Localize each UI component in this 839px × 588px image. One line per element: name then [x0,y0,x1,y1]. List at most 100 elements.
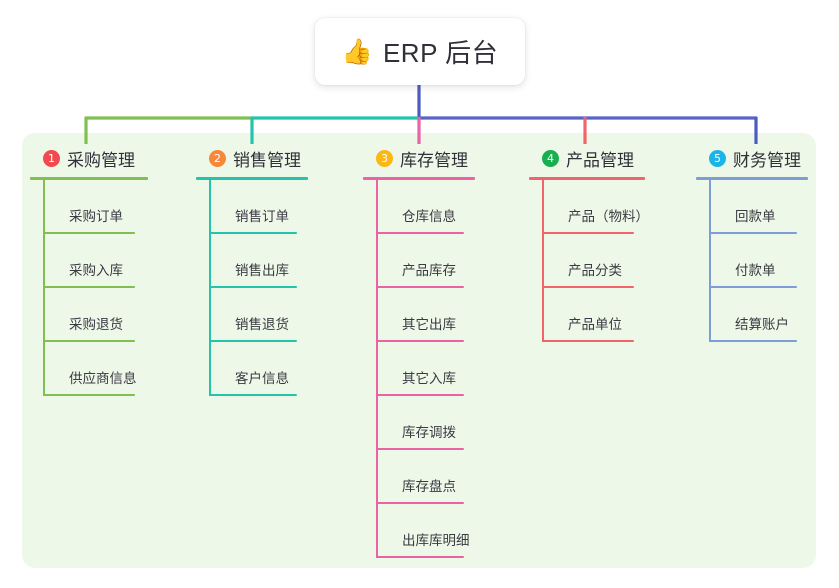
branch-item-underline [209,286,297,288]
branch-item[interactable]: 结算账户 [709,288,814,342]
branch-item[interactable]: 其它入库 [376,342,481,396]
branch-item[interactable]: 出库库明细 [376,504,481,558]
branch-item-underline [209,394,297,396]
branch-item-list: 仓库信息产品库存其它出库其它入库库存调拨库存盘点出库库明细 [363,180,481,558]
branch-item[interactable]: 客户信息 [209,342,314,396]
branch-item[interactable]: 库存调拨 [376,396,481,450]
branch-item-underline [376,232,464,234]
branch-item[interactable]: 采购退货 [43,288,154,342]
branch-title: 库存管理 [400,150,468,170]
branch-item-label: 仓库信息 [402,209,456,224]
branch-column-2: 2 销售管理销售订单销售出库销售退货客户信息 [196,146,314,396]
branch-item-label: 结算账户 [735,317,789,332]
branch-vertical-spine [376,180,378,558]
branch-vertical-spine [43,180,45,396]
branch-item-underline [376,340,464,342]
branch-column-4: 4 产品管理产品（物料） 产品分类产品单位 [529,146,651,342]
branch-header-1[interactable]: 1 采购管理 [30,146,154,170]
branch-item-underline [709,340,797,342]
branch-number-badge: 3 [376,149,393,167]
branch-item-list: 产品（物料） 产品分类产品单位 [529,180,651,342]
branch-title: 销售管理 [233,150,301,170]
branch-header-underline [529,177,645,180]
branch-number-badge: 1 [43,149,60,167]
branch-item-label: 采购退货 [69,317,123,332]
branch-item-label: 销售退货 [235,317,289,332]
branch-header-2[interactable]: 2 销售管理 [196,146,314,170]
branch-item-label: 出库库明细 [402,533,470,548]
branch-item-label: 库存调拨 [402,425,456,440]
branch-item[interactable]: 产品分类 [542,234,651,288]
branch-header-underline [363,177,475,180]
branch-title: 产品管理 [566,150,634,170]
branch-item-list: 采购订单采购入库采购退货供应商信息 [30,180,154,396]
branch-item[interactable]: 产品库存 [376,234,481,288]
branch-item-underline [376,286,464,288]
branch-header-4[interactable]: 4 产品管理 [529,146,651,170]
root-node-card[interactable]: 👍 ERP 后台 [315,18,525,85]
branch-number-badge: 4 [542,149,559,167]
branch-item-label: 产品（物料） [568,209,649,224]
branch-item[interactable]: 回款单 [709,180,814,234]
branch-item[interactable]: 采购入库 [43,234,154,288]
branch-item-underline [209,340,297,342]
branch-item-label: 产品库存 [402,263,456,278]
branch-title: 采购管理 [67,150,135,170]
branch-item-underline [376,502,464,504]
branch-item-underline [376,556,464,558]
branch-item-label: 回款单 [735,209,776,224]
branch-item-underline [43,286,135,288]
branch-item-underline [376,448,464,450]
branch-item-underline [209,232,297,234]
branch-number-badge: 2 [209,149,226,167]
branch-item[interactable]: 仓库信息 [376,180,481,234]
branch-item-label: 销售订单 [235,209,289,224]
root-node-title: ERP 后台 [382,38,499,68]
branch-vertical-spine [209,180,211,396]
branch-item-label: 采购订单 [69,209,123,224]
branch-item[interactable]: 产品（物料） [542,180,651,234]
branch-item-list: 销售订单销售出库销售退货客户信息 [196,180,314,396]
branch-vertical-spine [709,180,711,342]
branch-column-1: 1 采购管理采购订单采购入库采购退货供应商信息 [30,146,154,396]
branch-item[interactable]: 付款单 [709,234,814,288]
branch-item-underline [43,232,135,234]
branch-item[interactable]: 库存盘点 [376,450,481,504]
branch-item-label: 销售出库 [235,263,289,278]
branch-item-underline [43,394,135,396]
branch-title: 财务管理 [733,150,801,170]
diagram-background-panel [22,133,816,568]
branch-column-3: 3 库存管理仓库信息产品库存其它出库其它入库库存调拨库存盘点出库库明细 [363,146,481,558]
branch-item-underline [709,286,797,288]
branch-item[interactable]: 销售订单 [209,180,314,234]
thumbs-up-icon: 👍 [341,38,373,66]
branch-item-label: 产品分类 [568,263,622,278]
branch-item-label: 付款单 [735,263,776,278]
branch-item-label: 供应商信息 [69,371,137,386]
branch-item-underline [709,232,797,234]
branch-item-label: 库存盘点 [402,479,456,494]
branch-item[interactable]: 销售退货 [209,288,314,342]
branch-header-underline [196,177,308,180]
branch-header-underline [696,177,808,180]
branch-item-underline [376,394,464,396]
branch-header-underline [30,177,148,180]
branch-item-label: 客户信息 [235,371,289,386]
branch-item-underline [542,232,634,234]
branch-item[interactable]: 采购订单 [43,180,154,234]
branch-item-label: 其它出库 [402,317,456,332]
branch-item-list: 回款单付款单结算账户 [696,180,814,342]
branch-header-3[interactable]: 3 库存管理 [363,146,481,170]
branch-item-label: 产品单位 [568,317,622,332]
branch-item[interactable]: 产品单位 [542,288,651,342]
branch-item[interactable]: 供应商信息 [43,342,154,396]
branch-vertical-spine [542,180,544,342]
branch-item-underline [43,340,135,342]
branch-item[interactable]: 销售出库 [209,234,314,288]
branch-item-underline [542,340,634,342]
branch-item[interactable]: 其它出库 [376,288,481,342]
